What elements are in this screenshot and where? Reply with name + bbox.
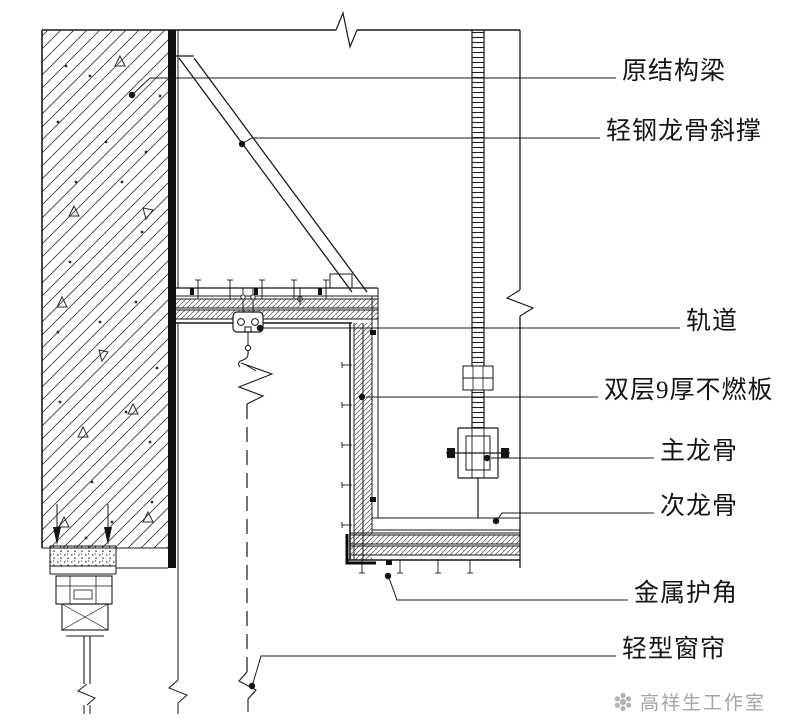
upper-band-clips bbox=[190, 288, 322, 295]
sill-sealant-strip bbox=[49, 545, 117, 567]
upper-band-screws bbox=[195, 279, 329, 299]
leader-dot-metal-corner-guard bbox=[384, 572, 392, 580]
threaded-hanger-rod bbox=[462, 30, 494, 428]
curtain-track-assembly bbox=[232, 288, 303, 712]
curtain-pleat bbox=[237, 362, 274, 405]
ceiling-upper-band bbox=[176, 279, 379, 324]
leader-light-curtain bbox=[252, 655, 616, 684]
label-main-runner: 主龙骨 bbox=[660, 438, 739, 465]
window-sill-assembly bbox=[49, 504, 168, 714]
leader-metal-corner-guard bbox=[388, 577, 628, 601]
curtain-hook bbox=[238, 350, 249, 368]
vertical-band-screws bbox=[341, 362, 352, 528]
label-light-curtain: 轻型窗帘 bbox=[622, 636, 727, 663]
section-cut-line-right bbox=[505, 30, 535, 568]
carrier-ring bbox=[244, 344, 252, 352]
leader-original-structural-beam bbox=[132, 77, 616, 95]
break-mark-curtain bbox=[238, 671, 257, 712]
label-secondary-runner: 次龙骨 bbox=[660, 493, 739, 520]
track-roller bbox=[251, 318, 259, 326]
break-mark-glass bbox=[77, 683, 96, 706]
label-light-steel-keel-diagonal-brace: 轻钢龙骨斜撑 bbox=[606, 118, 763, 145]
leader-dot-main-runner bbox=[483, 454, 491, 462]
lower-band-screws bbox=[359, 560, 473, 574]
leader-dot-curtain-track bbox=[256, 324, 264, 332]
vertical-band-clips bbox=[370, 330, 376, 502]
leader-dot-light-curtain bbox=[248, 682, 256, 690]
ceiling-lower-band bbox=[346, 517, 520, 574]
window-sash-profile bbox=[61, 603, 109, 631]
structural-beam-wall bbox=[41, 30, 188, 714]
concrete-aggregate-triangles bbox=[56, 54, 154, 528]
ceiling-vertical-band bbox=[341, 288, 379, 560]
corner-guard-angle bbox=[345, 534, 376, 565]
track-roller bbox=[237, 318, 245, 326]
flower-logo-icon bbox=[614, 692, 632, 711]
leader-secondary-runner bbox=[496, 512, 654, 521]
wall-hatch bbox=[42, 30, 168, 548]
main-runner-hanger bbox=[446, 427, 510, 518]
leader-diagonal-brace bbox=[242, 137, 600, 144]
leader-dot-secondary-runner bbox=[492, 517, 500, 525]
leader-lines bbox=[128, 77, 680, 690]
label-original-structural-beam: 原结构梁 bbox=[622, 58, 727, 85]
label-metal-corner-guard: 金属护角 bbox=[634, 580, 739, 607]
lower-band-clip bbox=[386, 560, 392, 565]
studio-watermark: 高祥生工作室 bbox=[612, 688, 766, 715]
label-curtain-track: 轨道 bbox=[686, 308, 739, 335]
break-mark-wall-bottom bbox=[168, 679, 188, 714]
label-double-layer-9mm-fireproof-board: 双层9厚不燃板 bbox=[604, 377, 774, 404]
concrete-aggregate-dots bbox=[56, 64, 162, 540]
break-mark-top bbox=[335, 10, 358, 50]
rod-adjusting-nut bbox=[462, 365, 494, 391]
leader-dot-diagonal-brace bbox=[238, 140, 246, 148]
leader-dot-original-structural-beam bbox=[128, 91, 136, 99]
leader-dot-fireproof-board bbox=[358, 393, 366, 401]
wall-finish-layer bbox=[168, 30, 176, 568]
diagonal-brace bbox=[176, 55, 368, 293]
studio-name: 高祥生工作室 bbox=[640, 693, 767, 714]
break-mark-right bbox=[505, 289, 535, 317]
